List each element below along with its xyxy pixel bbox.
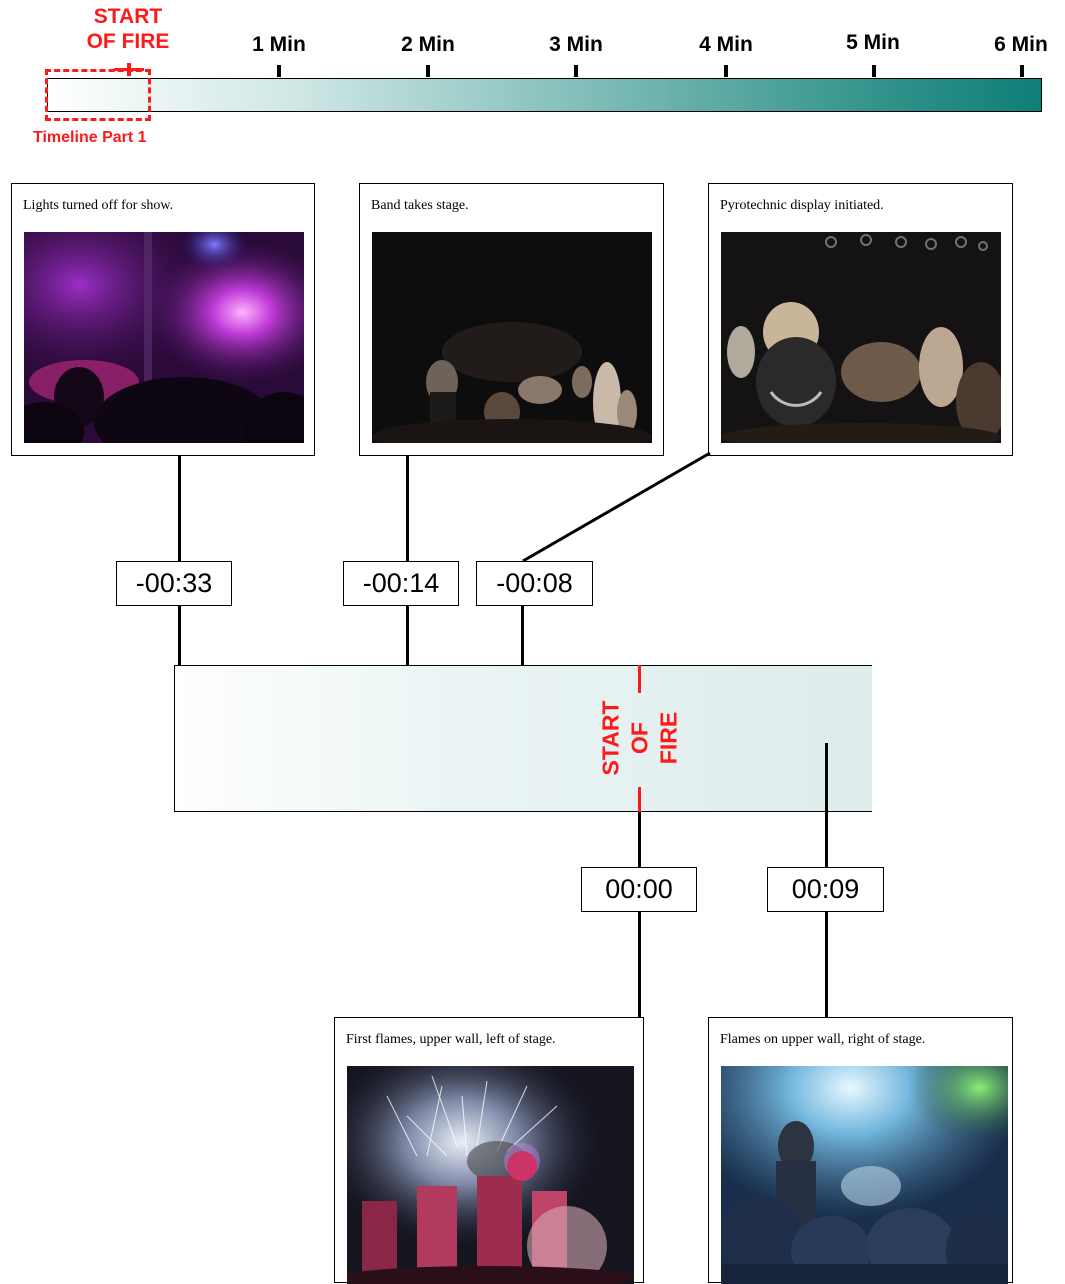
zoom-start-line1: START [597,700,624,776]
time-stamp-00-00: 00:00 [581,867,697,912]
event-card-pyrotechnic-display: Pyrotechnic display initiated. [708,183,1013,456]
top-start-line2: OF FIRE [86,30,170,53]
connector-line-diagonal [522,451,711,563]
event-photo [372,232,652,443]
event-photo [721,1066,1008,1284]
connector-line [825,912,828,1019]
zoom-start-line2: OF [626,722,653,754]
minute-label-6: 6 Min [994,33,1048,56]
connector-line [825,743,828,869]
time-stamp-minus-33: -00:33 [116,561,232,606]
event-photo [721,232,1001,443]
overall-timeline-bar [47,78,1042,112]
zoom-start-of-fire-label: START OF FIRE [597,701,684,776]
minute-label-1: 1 Min [252,33,306,56]
tick-5-min [872,65,876,77]
minute-label-5: 5 Min [846,31,900,54]
event-photo [347,1066,634,1284]
tick-6-min [1020,65,1024,77]
event-card-band-takes-stage: Band takes stage. [359,183,664,456]
event-caption: Lights turned off for show. [23,198,174,213]
timeline-part1-highlight [45,69,151,121]
event-caption: First flames, upper wall, left of stage. [346,1032,556,1047]
timeline-part1-label: Timeline Part 1 [33,129,147,146]
zoomed-timeline-bar [174,665,872,812]
connector-line [638,912,641,1019]
event-caption: Pyrotechnic display initiated. [720,198,884,213]
zoom-start-line3: FIRE [655,711,682,765]
event-photo [24,232,304,443]
event-caption: Band takes stage. [371,198,469,213]
tick-1-min [277,65,281,77]
event-caption: Flames on upper wall, right of stage. [720,1032,926,1047]
connector-line [638,812,641,869]
start-of-fire-marker-bottom [638,787,641,813]
time-stamp-minus-08: -00:08 [476,561,593,606]
event-card-first-flames: First flames, upper wall, left of stage. [334,1017,644,1284]
tick-2-min [426,65,430,77]
event-card-lights-off: Lights turned off for show. [11,183,315,456]
time-stamp-00-09: 00:09 [767,867,884,912]
start-of-fire-marker-top [638,665,641,693]
time-stamp-minus-14: -00:14 [343,561,459,606]
top-start-line1: START [93,5,163,28]
minute-label-2: 2 Min [401,33,455,56]
minute-label-4: 4 Min [699,33,753,56]
connector-line [178,456,181,562]
connector-line [406,456,409,562]
minute-label-3: 3 Min [549,33,603,56]
event-card-flames-right: Flames on upper wall, right of stage. [708,1017,1013,1284]
top-start-of-fire-label: START OF FIRE [87,4,170,54]
tick-3-min [574,65,578,77]
tick-4-min [724,65,728,77]
